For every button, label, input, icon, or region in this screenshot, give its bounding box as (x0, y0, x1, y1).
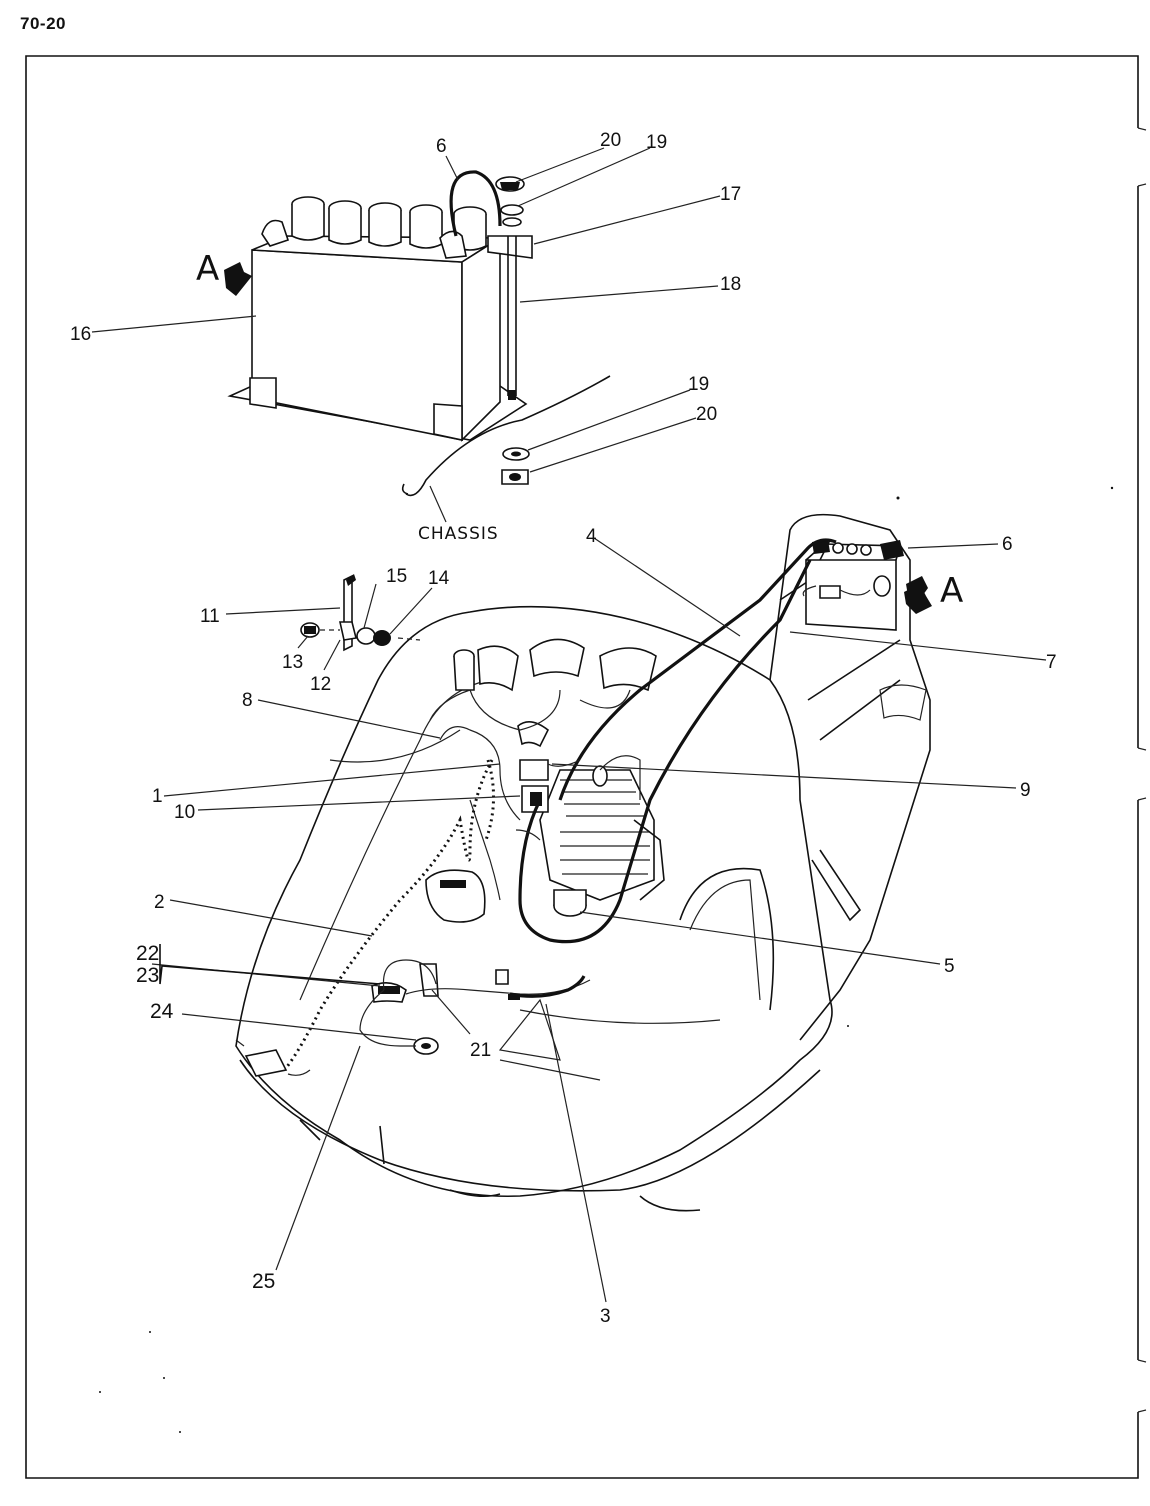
callout-23: 23 (136, 964, 159, 987)
battery-detail (224, 170, 611, 497)
callout-8: 8 (242, 690, 253, 711)
view-a-label-top: A (196, 249, 219, 289)
callout-22: 22 (136, 942, 159, 965)
callout-2: 2 (154, 892, 165, 913)
callout-13: 13 (282, 652, 303, 673)
snowmobile-body (235, 513, 931, 1212)
callout-10: 10 (174, 802, 195, 823)
page-number: 70-20 (20, 14, 66, 33)
scan-specks (99, 486, 1114, 1433)
leader-lines (91, 147, 1047, 1303)
callout-3: 3 (600, 1306, 611, 1327)
callout-11: 11 (200, 606, 220, 627)
callout-19-top: 19 (646, 132, 667, 153)
callout-14: 14 (428, 568, 450, 589)
wiring-harness (235, 538, 871, 1076)
callout-9: 9 (1020, 780, 1031, 801)
view-a-arrow (904, 584, 932, 614)
exploded-parts-11-15 (300, 574, 421, 652)
callout-6-main: 6 (1002, 534, 1013, 555)
callout-24: 24 (150, 1000, 174, 1023)
callout-19-lower: 19 (688, 374, 709, 395)
callout-4: 4 (586, 526, 597, 547)
callout-20-lower: 20 (696, 404, 717, 425)
chassis-label: CHASSIS (418, 524, 499, 544)
callout-21: 21 (470, 1040, 491, 1061)
callout-5: 5 (944, 956, 955, 977)
callout-1: 1 (152, 786, 163, 807)
callout-7: 7 (1046, 652, 1057, 673)
page-frame (25, 55, 1147, 1479)
engine (539, 765, 665, 917)
battery-cell-caps (291, 196, 487, 251)
callout-25: 25 (252, 1270, 275, 1293)
callout-6-top: 6 (436, 136, 447, 157)
callout-20-top: 20 (600, 130, 621, 151)
callout-18: 18 (720, 274, 741, 295)
dash-gauges (453, 638, 657, 692)
callout-12: 12 (310, 674, 331, 695)
callout-16: 16 (70, 324, 91, 345)
view-a-label-main: A (940, 571, 963, 611)
callout-15: 15 (386, 566, 407, 587)
callout-17: 17 (720, 184, 741, 205)
callout-22-23-bracket (159, 944, 381, 985)
